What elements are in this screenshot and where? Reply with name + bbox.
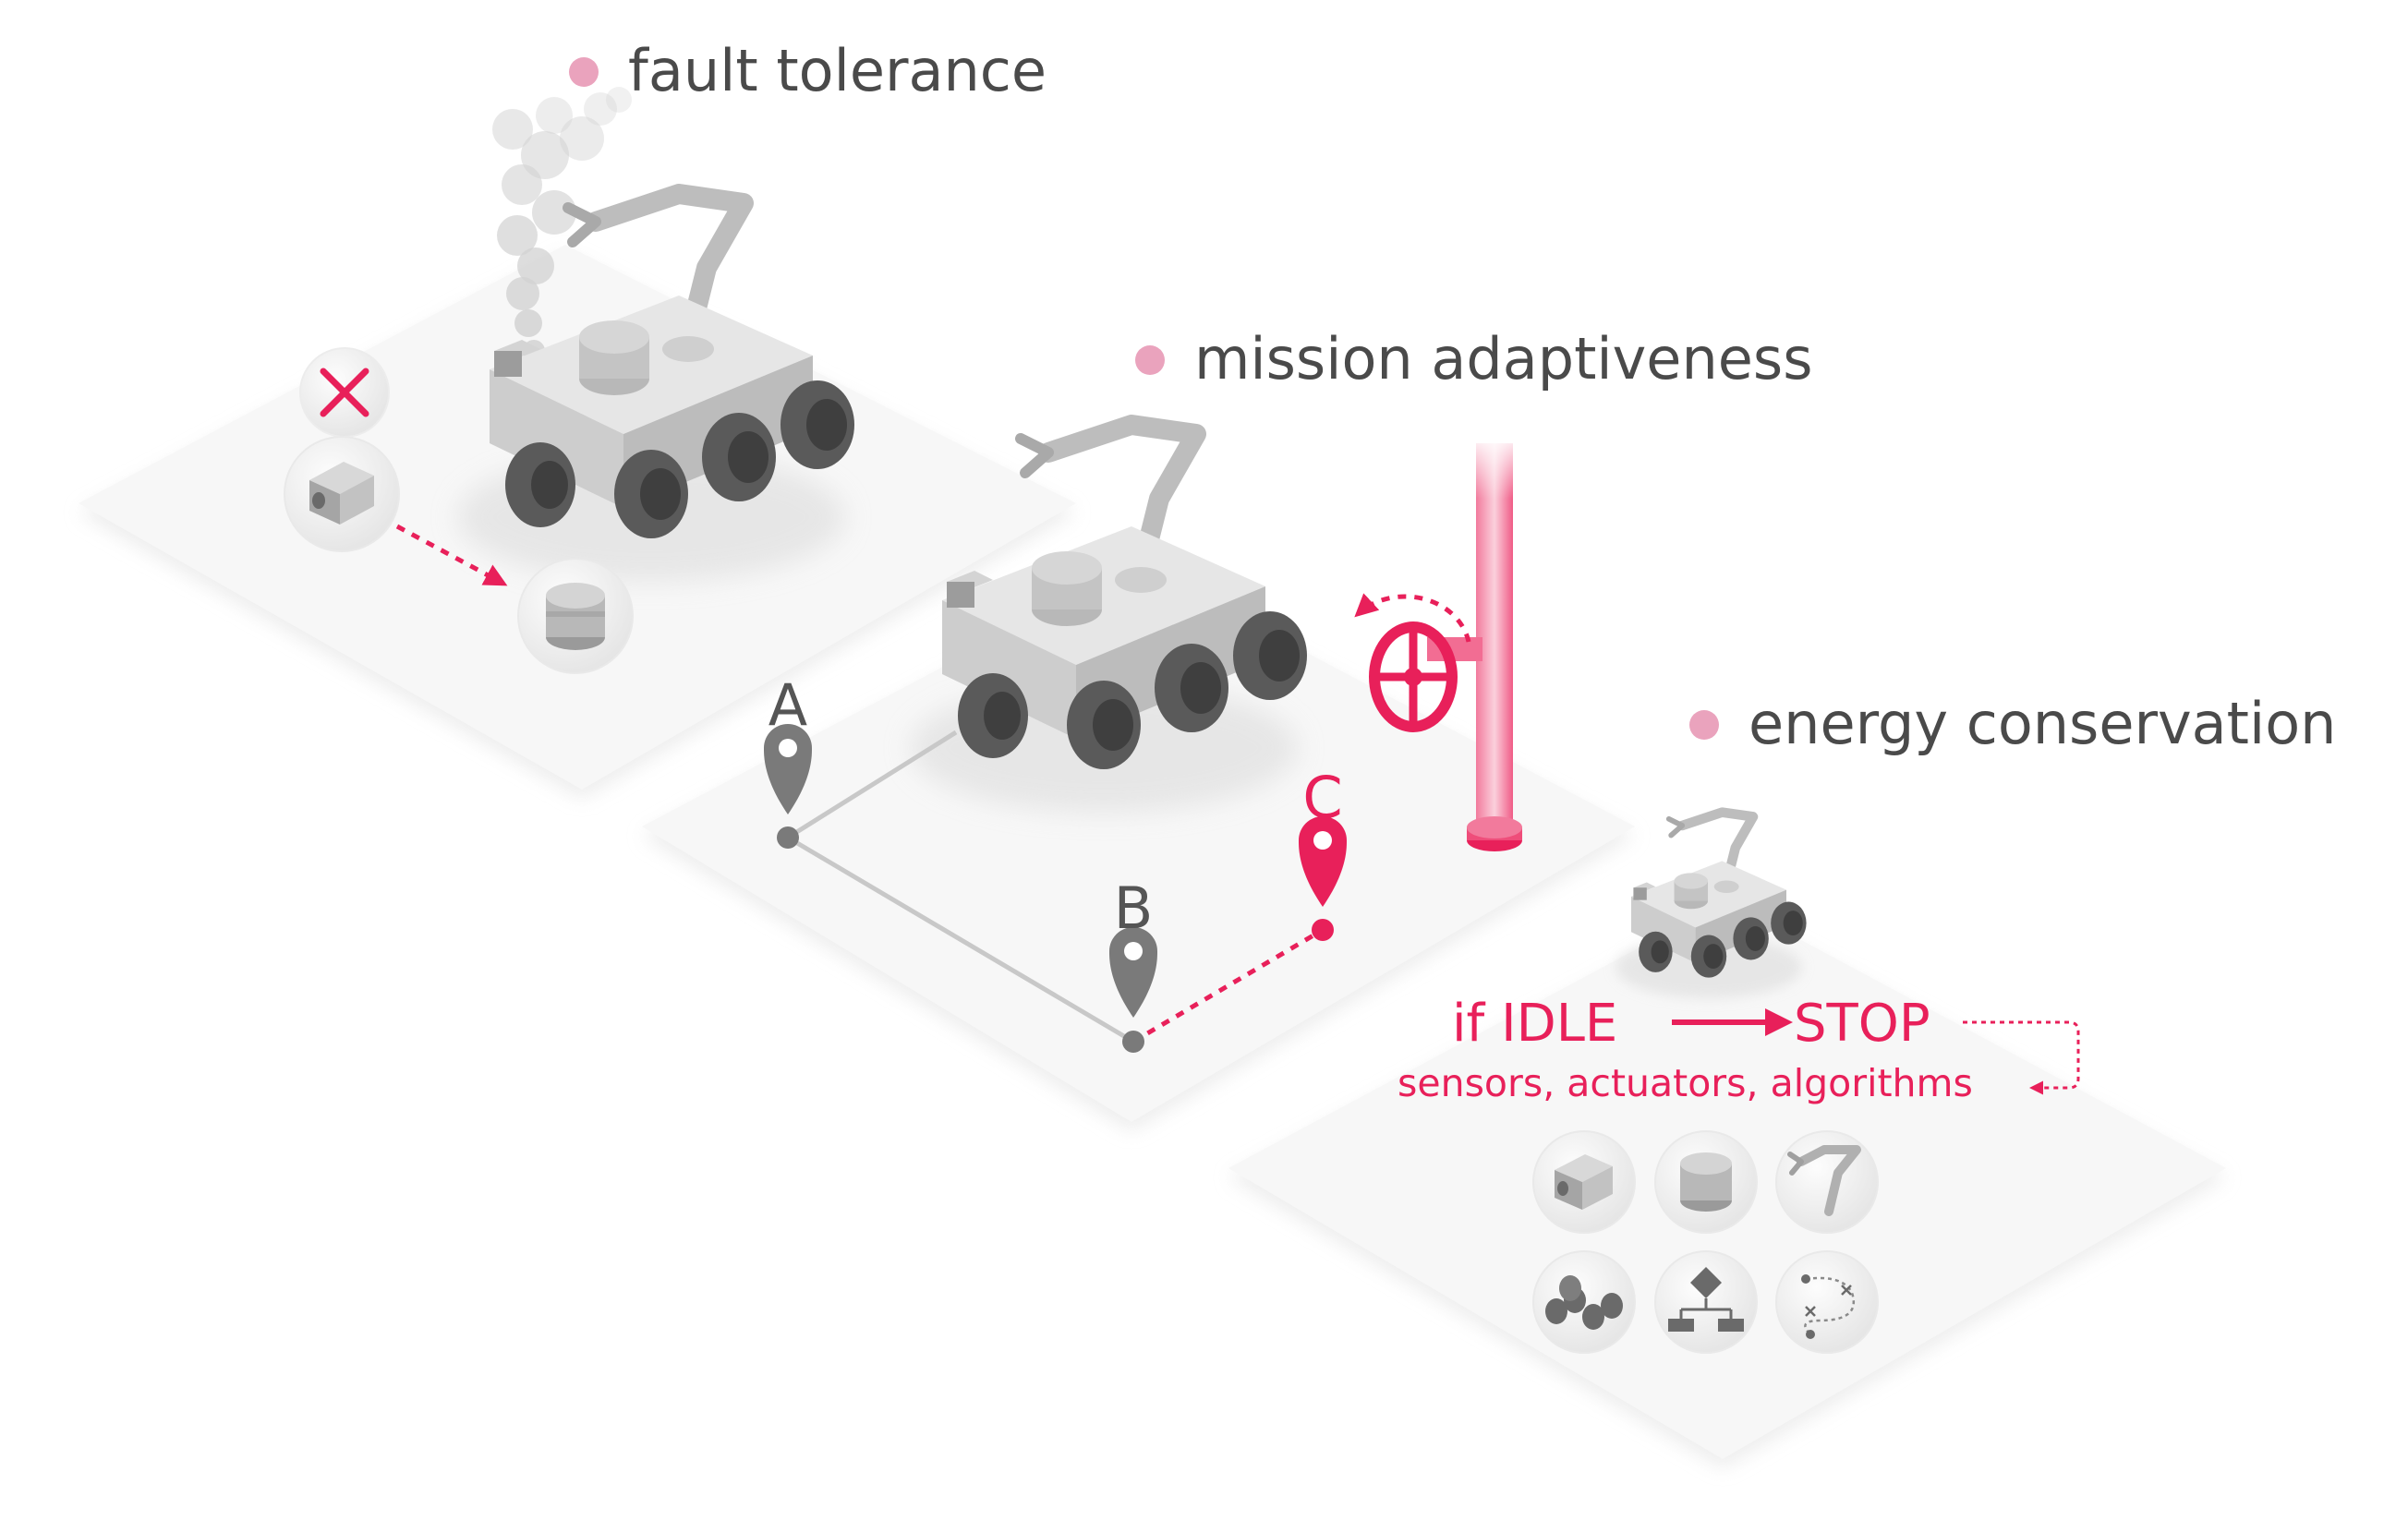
heading-energy-conservation: energy conservation — [1689, 690, 2336, 757]
flowchart-icon — [1654, 1250, 1758, 1354]
idle-action: STOP — [1794, 994, 1930, 1054]
route-path — [777, 730, 1334, 1053]
heading-fault-tolerance-label: fault tolerance — [628, 37, 1047, 104]
waypoint-b-label: B — [1114, 875, 1154, 942]
lidar-icon — [517, 558, 634, 674]
waypoint-a-label: A — [768, 671, 807, 739]
failover-arrow — [395, 524, 508, 586]
heading-energy-conservation-label: energy conservation — [1749, 690, 2336, 757]
loop-arrow-icon — [1963, 1020, 2080, 1095]
wheels-icon — [1532, 1250, 1636, 1354]
rotate-arrow-icon — [1354, 593, 1471, 643]
energy-icon-grid — [1532, 1130, 1879, 1354]
rerouted-path — [1131, 927, 1325, 1044]
bullet-dot — [569, 57, 599, 87]
smoke-icon — [492, 87, 632, 383]
close-icon — [320, 368, 369, 417]
idle-rule: if IDLE STOP sensors, actuators, algorit… — [1398, 994, 2080, 1105]
robot-arm-icon — [1775, 1130, 1879, 1234]
heading-mission-adaptiveness: mission adaptiveness — [1135, 325, 1813, 392]
bullet-dot — [1689, 710, 1719, 740]
valve-wheel-icon — [1369, 621, 1458, 732]
idle-condition: if IDLE — [1452, 994, 1617, 1054]
camera-icon — [284, 436, 400, 552]
camera-icon — [1532, 1130, 1636, 1234]
heading-fault-tolerance: fault tolerance — [569, 37, 1047, 104]
idle-targets: sensors, actuators, algorithms — [1398, 1061, 1973, 1105]
waypoint-c-label: C — [1302, 764, 1342, 831]
heading-mission-adaptiveness-label: mission adaptiveness — [1194, 325, 1813, 392]
path-planning-icon — [1775, 1250, 1879, 1354]
waypoint-b: B — [1109, 875, 1157, 1018]
pipe-valve-icon — [1354, 434, 1522, 851]
failed-camera-badge — [299, 347, 390, 438]
waypoint-a: A — [764, 671, 812, 814]
waypoint-c: C — [1299, 764, 1347, 907]
robot-energy-conservation — [1615, 813, 1806, 999]
lidar-icon — [1654, 1130, 1758, 1234]
bullet-dot — [1135, 345, 1165, 375]
